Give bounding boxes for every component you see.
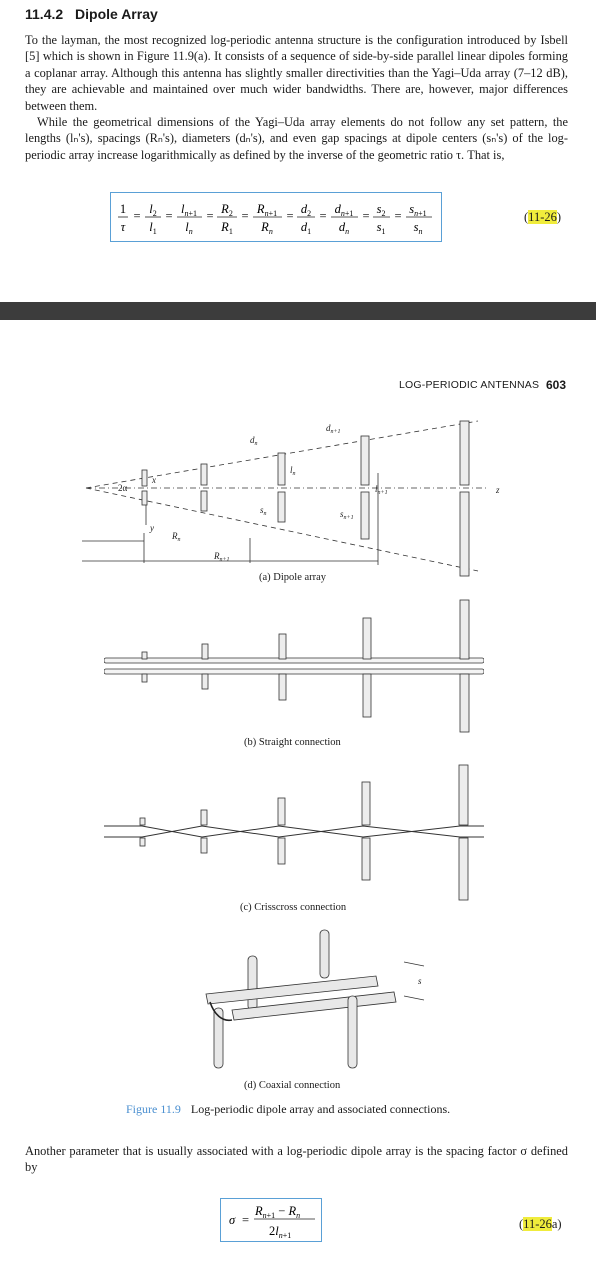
- svg-text:Rn+1 − Rn: Rn+1 − Rn: [254, 1204, 300, 1220]
- svg-text:sn+1: sn+1: [340, 509, 354, 521]
- svg-text:x: x: [151, 475, 156, 485]
- svg-text:sn: sn: [414, 220, 423, 236]
- equation-2-box: σ = Rn+1 − Rn 2ln+1: [220, 1198, 322, 1242]
- svg-text:τ: τ: [121, 220, 126, 234]
- figure-label: Figure 11.9: [126, 1102, 181, 1116]
- svg-text:=: =: [133, 209, 140, 223]
- equation-2-label: (11-26a): [519, 1217, 562, 1231]
- equation-2-number: 11-26: [523, 1217, 552, 1231]
- svg-text:l1: l1: [149, 220, 156, 236]
- figure-caption: Figure 11.9 Log-periodic dipole array and…: [126, 1102, 450, 1117]
- equation-1-label: (11-26): [524, 210, 562, 224]
- figure-c-crisscross-connection: [104, 764, 484, 901]
- svg-text:dn+1: dn+1: [335, 202, 354, 218]
- svg-text:s2: s2: [377, 202, 386, 218]
- page-bottom: LOG-PERIODIC ANTENNAS 603 2α x y Rn Rn: [0, 320, 596, 1272]
- paragraph-2: While the geometrical dimensions of the …: [25, 115, 568, 162]
- svg-text:ln: ln: [290, 465, 296, 477]
- svg-text:dn: dn: [339, 220, 349, 236]
- svg-text:s: s: [418, 976, 422, 986]
- subcaption-d: (d) Coaxial connection: [244, 1080, 341, 1091]
- page-divider: [0, 302, 596, 320]
- svg-text:sn+1: sn+1: [409, 202, 426, 218]
- svg-text:Rn: Rn: [171, 531, 181, 543]
- svg-text:R1: R1: [220, 220, 233, 236]
- figure-d-coaxial-connection: s: [205, 929, 425, 1069]
- svg-text:y: y: [149, 523, 154, 533]
- page-number: 603: [545, 378, 566, 392]
- svg-text:2ln+1: 2ln+1: [269, 1224, 291, 1240]
- svg-text:σ: σ: [229, 1213, 236, 1227]
- svg-text:Rn+1: Rn+1: [256, 202, 277, 218]
- svg-text:sn: sn: [260, 505, 267, 517]
- svg-text:1: 1: [120, 202, 126, 216]
- figure-title: Log-periodic dipole array and associated…: [190, 1102, 451, 1116]
- subcaption-b: (b) Straight connection: [244, 737, 341, 748]
- svg-text:=: =: [319, 209, 326, 223]
- svg-text:ln+1: ln+1: [375, 484, 388, 496]
- section-number: 11.4.2: [25, 6, 64, 22]
- svg-text:=: =: [241, 209, 248, 223]
- svg-text:l2: l2: [149, 202, 156, 218]
- svg-text:=: =: [362, 209, 369, 223]
- equation-1-number: 11-26: [528, 210, 557, 224]
- page-top: 11.4.2 Dipole Array To the layman, the m…: [0, 0, 596, 302]
- paragraph-3: Another parameter that is usually associ…: [25, 1144, 568, 1175]
- svg-text:Rn: Rn: [260, 220, 273, 236]
- running-head: LOG-PERIODIC ANTENNAS: [399, 379, 540, 391]
- svg-text:=: =: [206, 209, 213, 223]
- svg-text:2α: 2α: [118, 483, 128, 493]
- svg-text:=: =: [242, 1213, 249, 1227]
- svg-text:=: =: [165, 209, 172, 223]
- svg-text:=: =: [394, 209, 401, 223]
- subcaption-c: (c) Crisscross connection: [240, 902, 347, 913]
- svg-text:ln+1: ln+1: [181, 202, 197, 218]
- body-text-top: To the layman, the most recognized log-p…: [25, 32, 568, 163]
- svg-text:d1: d1: [301, 220, 311, 236]
- svg-text:R2: R2: [220, 202, 233, 218]
- svg-text:dn+1: dn+1: [326, 423, 341, 435]
- section-heading: 11.4.2 Dipole Array: [25, 6, 158, 22]
- body-text-bottom: Another parameter that is usually associ…: [25, 1143, 568, 1176]
- svg-text:dn: dn: [250, 435, 258, 447]
- svg-text:z: z: [495, 485, 500, 495]
- svg-text:=: =: [286, 209, 293, 223]
- paragraph-1: To the layman, the most recognized log-p…: [25, 33, 568, 113]
- figure-a-dipole-array: 2α x y Rn Rn+1 dn dn+1 ln ln+1 sn sn+1 z: [82, 420, 500, 577]
- svg-text:d2: d2: [301, 202, 311, 218]
- svg-text:s1: s1: [377, 220, 386, 236]
- subcaption-a: (a) Dipole array: [259, 572, 327, 583]
- equation-2: σ = Rn+1 − Rn 2ln+1: [229, 1204, 315, 1240]
- section-title: Dipole Array: [75, 6, 158, 22]
- svg-text:ln: ln: [185, 220, 192, 236]
- figure-b-straight-connection: [104, 599, 484, 733]
